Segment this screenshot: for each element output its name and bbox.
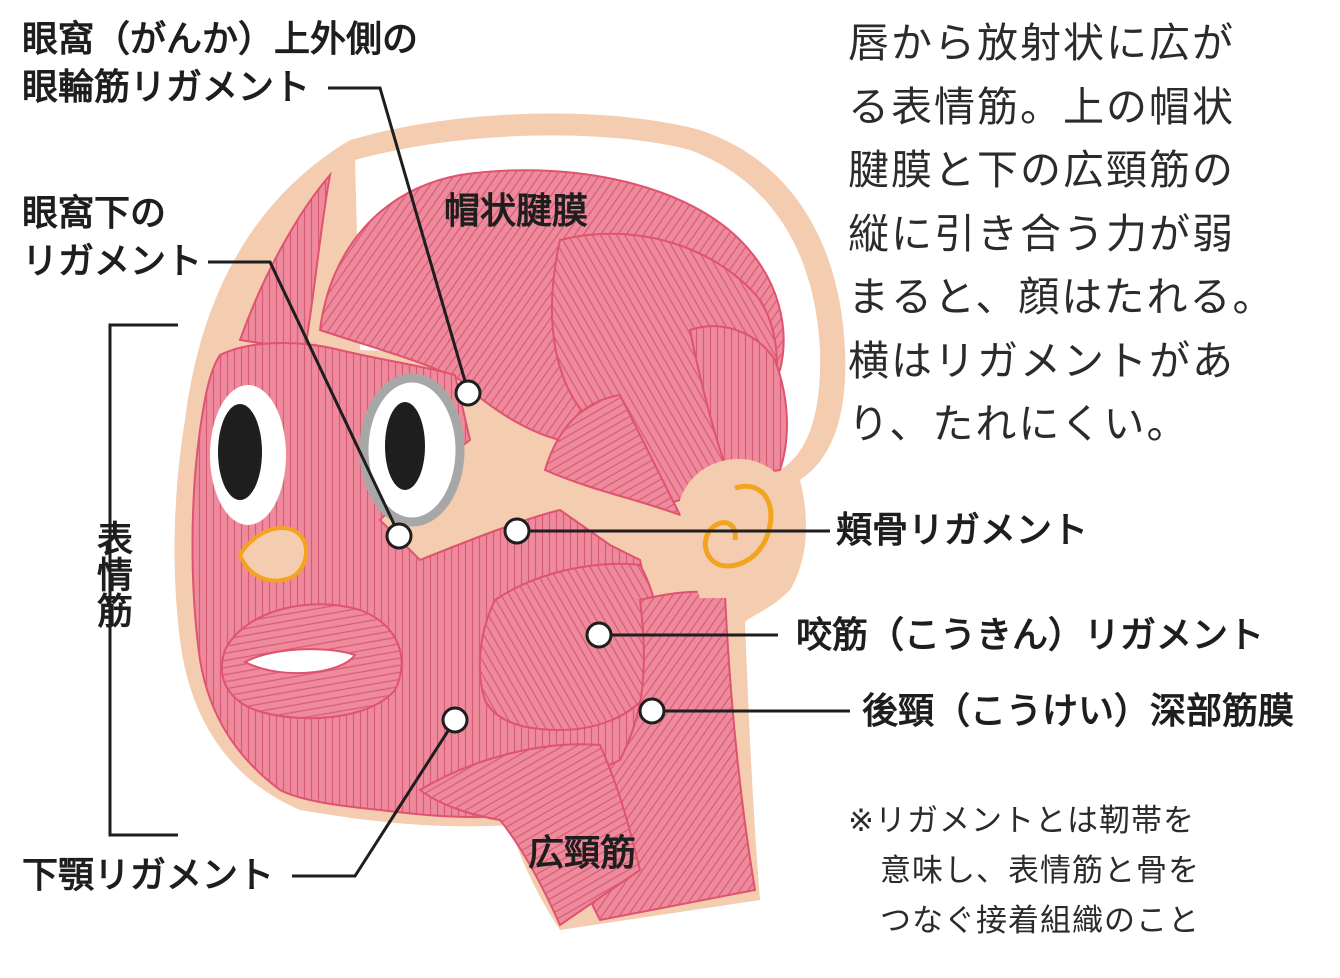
label-infraorbital-line1: 眼窩下の bbox=[22, 193, 167, 234]
ligament-footnote: ※リガメントとは靭帯を 意味し、表情筋と骨を つなぐ接着組織のこと bbox=[848, 796, 1200, 946]
leader-lines bbox=[108, 86, 850, 878]
mouth-opening bbox=[242, 648, 357, 675]
right-eye-pupil bbox=[385, 402, 425, 490]
description-line: る表情筋。上の帽状 bbox=[848, 82, 1235, 131]
description-line: 唇から放射状に広が bbox=[848, 19, 1235, 67]
label-orbit-lateral-ligament: 眼窩（がんか）上外側の 眼輪筋リガメント bbox=[22, 16, 418, 112]
marker-masseteric bbox=[585, 621, 613, 649]
marker-mandibular bbox=[441, 706, 469, 734]
bracket-mimetic bbox=[108, 323, 178, 837]
note-line: つなぐ接着組織のこと bbox=[848, 903, 1200, 939]
leader-orbit-lateral bbox=[328, 86, 467, 382]
description-line: 縦に引き合う力が弱 bbox=[848, 209, 1235, 258]
description-line: り、たれにくい。 bbox=[848, 400, 1190, 448]
marker-infraorbital bbox=[385, 522, 413, 550]
label-mimetic-muscles: 表情筋 bbox=[91, 520, 132, 628]
label-orbit-lateral-line1: 眼窩（がんか）上外側の bbox=[22, 19, 419, 60]
label-galea: 帽状腱膜 bbox=[444, 191, 589, 232]
leader-infraorbital bbox=[208, 260, 396, 525]
ligament-markers bbox=[385, 379, 666, 734]
description-line: 腱膜と下の広頸筋の bbox=[848, 146, 1235, 194]
description-line: まると、顔はたれる。 bbox=[848, 273, 1276, 321]
note-line: ※リガメントとは靭帯を bbox=[848, 803, 1195, 839]
marker-zygomatic bbox=[503, 517, 531, 545]
description-paragraph: 唇から放射状に広が る表情筋。上の帽状 腱膜と下の広頸筋の 縦に引き合う力が弱 … bbox=[848, 12, 1276, 457]
nose-skin bbox=[237, 525, 309, 583]
label-infraorbital-line2: リガメント bbox=[22, 241, 203, 282]
label-infraorbital-ligament: 眼窩下の リガメント bbox=[22, 190, 202, 286]
label-zygomatic-ligament: 頬骨リガメント bbox=[836, 510, 1089, 551]
description-line: 横はリガメントがあ bbox=[848, 336, 1235, 385]
temporal-fan bbox=[543, 393, 683, 517]
label-mandibular-ligament: 下顎リガメント bbox=[22, 855, 275, 896]
masseter-muscle bbox=[478, 562, 660, 732]
left-eye-pupil bbox=[218, 404, 262, 500]
marker-orbit-lateral bbox=[454, 379, 482, 407]
auricular-strip bbox=[688, 325, 788, 480]
note-line: 意味し、表情筋と骨を bbox=[848, 853, 1200, 889]
label-platysma: 広頸筋 bbox=[528, 833, 637, 874]
label-masseteric-ligament: 咬筋（こうきん）リガメント bbox=[796, 615, 1265, 656]
label-orbit-lateral-line2: 眼輪筋リガメント bbox=[22, 67, 311, 108]
label-posterior-neck-fascia: 後頸（こうけい）深部筋膜 bbox=[862, 691, 1295, 732]
ear-accent bbox=[702, 483, 774, 569]
platysma-muscle bbox=[418, 743, 642, 927]
marker-posterior-neck bbox=[638, 697, 666, 725]
leader-mandibular bbox=[292, 730, 450, 878]
ear-skin bbox=[680, 459, 796, 598]
